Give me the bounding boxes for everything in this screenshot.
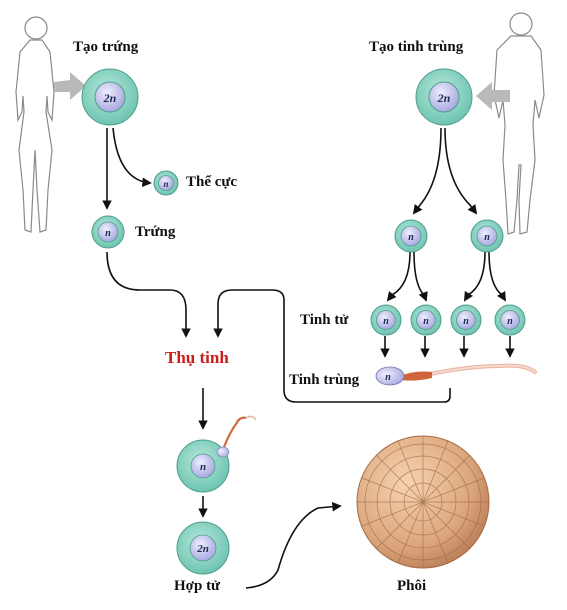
female-diploid-cell: 2n bbox=[81, 68, 139, 126]
cell-label: 2n bbox=[437, 91, 451, 105]
cell-label: n bbox=[423, 316, 429, 327]
cell-label: n bbox=[163, 179, 168, 189]
cell-label: n bbox=[507, 316, 513, 327]
cell-label: 2n bbox=[103, 91, 117, 105]
polar-body-cell: n bbox=[153, 170, 179, 196]
cell-label: n bbox=[484, 232, 490, 243]
male-diploid-cell: 2n bbox=[415, 68, 473, 126]
fertilized-egg-cell: n bbox=[176, 415, 257, 493]
zygote-cell: 2n bbox=[176, 521, 230, 575]
cell-label: n bbox=[463, 316, 469, 327]
female-figure-icon bbox=[15, 16, 55, 233]
spermatid-2: n bbox=[410, 304, 442, 336]
egg-label: Trứng bbox=[135, 224, 176, 240]
spermatid-3: n bbox=[450, 304, 482, 336]
arrows bbox=[102, 127, 515, 589]
egg-cell: n bbox=[91, 215, 125, 249]
zygote-label: Hợp tử bbox=[174, 578, 221, 594]
spermatid-label: Tinh tử bbox=[300, 312, 349, 328]
male-pointer-icon bbox=[476, 82, 510, 110]
sperm-label: Tinh trùng bbox=[289, 372, 360, 388]
embryo-image bbox=[356, 435, 490, 569]
embryo-label: Phôi bbox=[397, 578, 427, 594]
spermatid-1: n bbox=[370, 304, 402, 336]
cell-label: 2n bbox=[196, 543, 209, 555]
spermatid-4: n bbox=[494, 304, 526, 336]
polar-body-label: Thể cực bbox=[186, 174, 238, 190]
cell-label: n bbox=[200, 461, 206, 473]
cell-label: n bbox=[408, 232, 414, 243]
female-pointer-icon bbox=[54, 72, 86, 100]
cell-label: n bbox=[383, 316, 389, 327]
cell-label: n bbox=[105, 228, 111, 239]
spermatocyte-left: n bbox=[394, 219, 428, 253]
fertilization-label: Thụ tinh bbox=[165, 348, 229, 367]
spermatocyte-right: n bbox=[470, 219, 504, 253]
sperm-formation-label: Tạo tinh trùng bbox=[369, 39, 464, 55]
male-figure-icon bbox=[493, 12, 545, 235]
egg-formation-label: Tạo trứng bbox=[73, 39, 139, 55]
cell-label: n bbox=[385, 372, 391, 383]
sperm-cell: n bbox=[375, 363, 537, 386]
